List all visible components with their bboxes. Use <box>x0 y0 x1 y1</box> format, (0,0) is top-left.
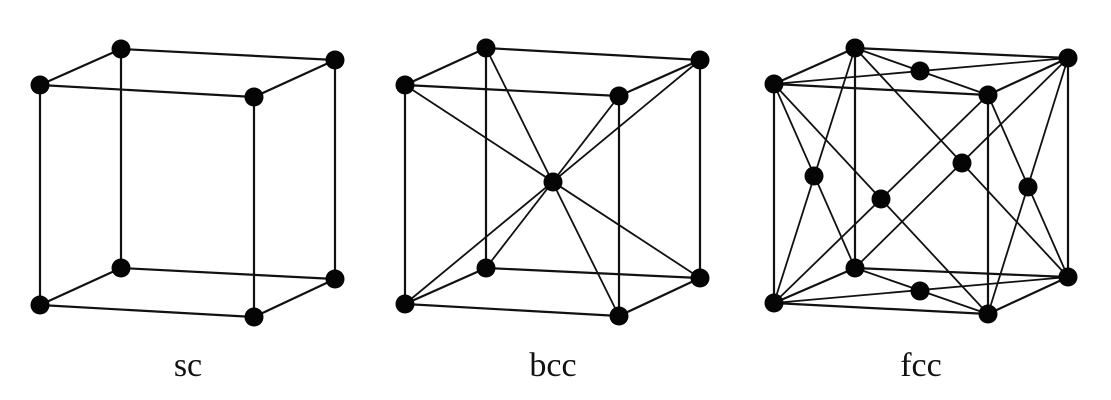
bcc-corner-atom <box>476 38 496 58</box>
fcc-corner-atom <box>764 293 784 313</box>
fcc-face-center-atom <box>952 153 972 173</box>
fcc-atoms <box>764 38 1078 324</box>
fcc-caption: fcc <box>900 347 942 384</box>
fcc-face-center-atom <box>1018 177 1038 197</box>
bcc-unit-cell <box>395 38 710 326</box>
bcc-corner-atom <box>609 306 629 326</box>
fcc-face-center-atom <box>910 61 930 81</box>
fcc-face-center-atom <box>804 166 824 186</box>
sc-corner-atom <box>244 87 264 107</box>
sc-corner-atom <box>325 50 345 70</box>
fcc-face-center-atom <box>910 281 930 301</box>
bcc-corner-atom <box>690 268 710 288</box>
sc-caption: sc <box>173 347 203 384</box>
fcc-corner-atom <box>978 304 998 324</box>
bcc-caption: bcc <box>529 347 577 384</box>
sc-corner-atom <box>325 269 345 289</box>
sc-corner-atom <box>244 307 264 327</box>
bcc-corner-atom <box>476 258 496 278</box>
bcc-corner-atom <box>690 50 710 70</box>
sc-unit-cell <box>30 39 345 327</box>
sc-edges <box>38 47 337 319</box>
fcc-corner-atom <box>845 38 865 58</box>
sc-atoms <box>30 39 345 327</box>
sc-corner-atom <box>30 295 50 315</box>
fcc-corner-atom <box>978 85 998 105</box>
bcc-corner-atom <box>395 294 415 314</box>
fcc-corner-atom <box>1058 48 1078 68</box>
fcc-corner-atom <box>845 258 865 278</box>
bcc-edges <box>403 46 702 318</box>
fcc-corner-atom <box>1058 267 1078 287</box>
fcc-unit-cell <box>764 38 1078 324</box>
fcc-face-center-atom <box>871 189 891 209</box>
bcc-body-center-atom <box>543 172 563 192</box>
bcc-corner-atom <box>609 86 629 106</box>
fcc-edges <box>772 46 1070 316</box>
sc-corner-atom <box>111 258 131 278</box>
bcc-corner-atom <box>395 75 415 95</box>
bcc-atoms <box>395 38 710 326</box>
sc-corner-atom <box>30 75 50 95</box>
sc-corner-atom <box>111 39 131 59</box>
fcc-corner-atom <box>764 74 784 94</box>
